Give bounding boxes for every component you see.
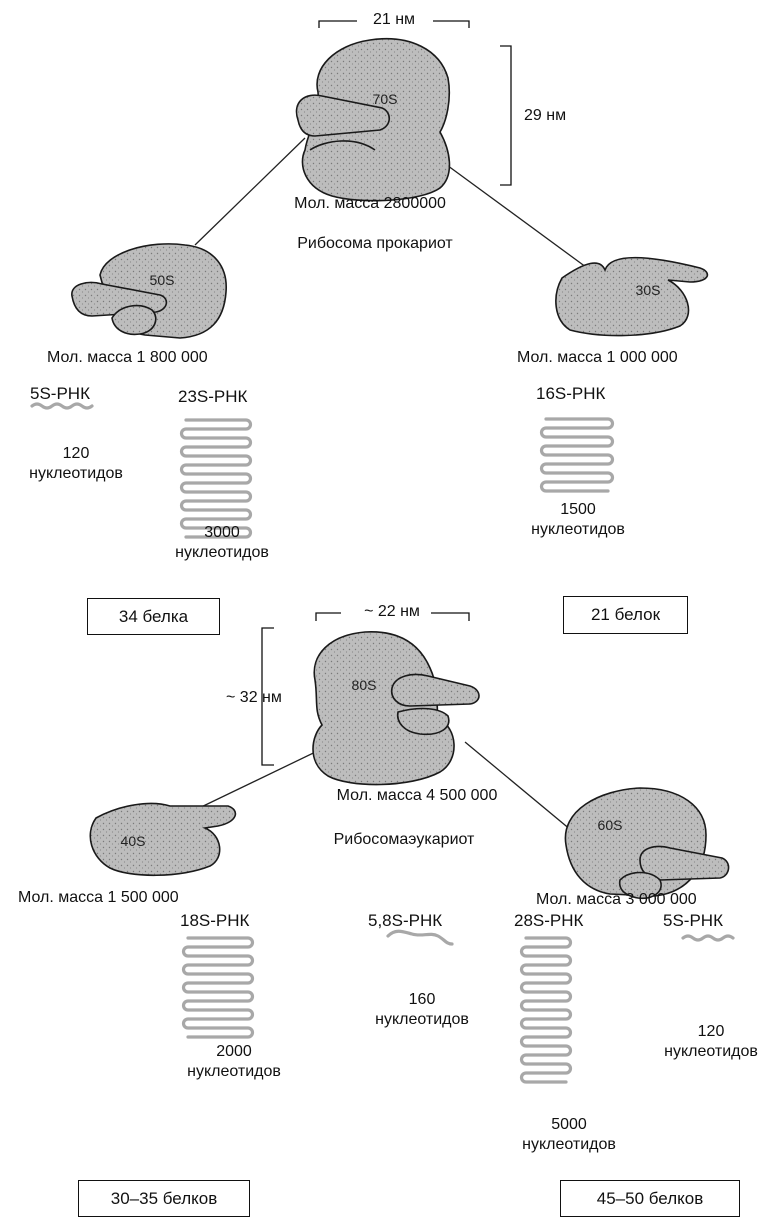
- proteins-box-30s: 21 белок: [563, 596, 688, 634]
- ribosome-70s-shape: [297, 39, 450, 201]
- proteins-60s: 45–50 белков: [597, 1189, 703, 1209]
- rna-23s-squiggle: [182, 420, 251, 537]
- rna-5-8s-length: 160 нуклеотидов: [375, 990, 469, 1030]
- particle-label-80s: 80S: [352, 677, 377, 693]
- subunit-60s-shape: [565, 788, 728, 898]
- subunit-30s-shape: [556, 258, 708, 336]
- rna-5s-prok-unit: нуклеотидов: [29, 464, 123, 484]
- rna-5-8s-name: 5,8S-РНК: [368, 912, 442, 929]
- height-label-80s: ~ 32 нм: [226, 690, 282, 706]
- connector-70s-30s: [440, 160, 590, 270]
- proteins-box-50s: 34 белка: [87, 598, 220, 635]
- rna-5s-prok-name: 5S-РНК: [30, 385, 90, 402]
- rna-23s-length: 3000 нуклеотидов: [175, 523, 269, 563]
- rna-16s-length: 1500 нуклеотидов: [531, 500, 625, 540]
- rna-28s-count: 5000: [522, 1115, 616, 1135]
- rna-5-8s-unit: нуклеотидов: [375, 1010, 469, 1030]
- connector-70s-50s: [195, 138, 305, 245]
- rna-16s-squiggle: [542, 419, 613, 491]
- rna-5s-euk-length: 120 нуклеотидов: [664, 1022, 758, 1062]
- rna-23s-name: 23S-РНК: [178, 388, 247, 405]
- rna-28s-unit: нуклеотидов: [522, 1135, 616, 1155]
- rna-23s-unit: нуклеотидов: [175, 543, 269, 563]
- proteins-50s: 34 белка: [119, 607, 188, 627]
- height-label-70s: 29 нм: [524, 108, 566, 124]
- rna-16s-unit: нуклеотидов: [531, 520, 625, 540]
- rna-5s-prok-count: 120: [29, 444, 123, 464]
- rna-5s-euk-count: 120: [664, 1022, 758, 1042]
- mass-80s: Мол. масса 4 500 000: [337, 788, 498, 804]
- proteins-30s: 21 белок: [591, 605, 660, 625]
- proteins-box-60s: 45–50 белков: [560, 1180, 740, 1217]
- subunit-50s-shape: [72, 244, 226, 338]
- width-label-70s: 21 нм: [373, 12, 415, 28]
- rna-28s-name: 28S-РНК: [514, 912, 583, 929]
- mass-70s: Мол. масса 2800000: [294, 196, 446, 212]
- particle-label-50s: 50S: [150, 272, 175, 288]
- height-bracket-70s: [500, 46, 511, 185]
- mass-60s: Мол. масса 3 000 000: [536, 892, 697, 908]
- mass-40s: Мол. масса 1 500 000: [18, 890, 179, 906]
- rna-18s-length: 2000 нуклеотидов: [187, 1042, 281, 1082]
- rna-5s-prok-squiggle: [32, 404, 92, 408]
- particle-label-70s: 70S: [373, 91, 398, 107]
- mass-30s: Мол. масса 1 000 000: [517, 350, 678, 366]
- rna-16s-name: 16S-РНК: [536, 385, 605, 402]
- rna-5-8s-count: 160: [375, 990, 469, 1010]
- particle-label-60s: 60S: [598, 817, 623, 833]
- particle-label-30s: 30S: [636, 282, 661, 298]
- rna-5s-euk-squiggle: [683, 936, 733, 940]
- rna-18s-squiggle: [184, 938, 253, 1037]
- rna-18s-count: 2000: [187, 1042, 281, 1062]
- proteins-40s: 30–35 белков: [111, 1189, 217, 1209]
- rna-23s-count: 3000: [175, 523, 269, 543]
- proteins-box-40s: 30–35 белков: [78, 1180, 250, 1217]
- rna-28s-squiggle: [522, 938, 571, 1082]
- rna-5-8s-squiggle: [388, 931, 452, 944]
- particle-label-40s: 40S: [121, 833, 146, 849]
- mass-50s: Мол. масса 1 800 000: [47, 350, 208, 366]
- ribosome-80s-shape: [313, 632, 479, 785]
- subunit-40s-shape: [90, 803, 235, 875]
- rna-5s-euk-unit: нуклеотидов: [664, 1042, 758, 1062]
- rna-16s-count: 1500: [531, 500, 625, 520]
- rna-5s-euk-name: 5S-РНК: [663, 912, 723, 929]
- caption-prokaryote: Рибосома прокариот: [297, 236, 453, 252]
- caption-eukaryote: Рибосомаэукариот: [334, 832, 475, 848]
- width-label-80s: ~ 22 нм: [364, 604, 420, 620]
- rna-28s-length: 5000 нуклеотидов: [522, 1115, 616, 1155]
- rna-18s-unit: нуклеотидов: [187, 1062, 281, 1082]
- rna-5s-prok-length: 120 нуклеотидов: [29, 444, 123, 484]
- rna-18s-name: 18S-РНК: [180, 912, 249, 929]
